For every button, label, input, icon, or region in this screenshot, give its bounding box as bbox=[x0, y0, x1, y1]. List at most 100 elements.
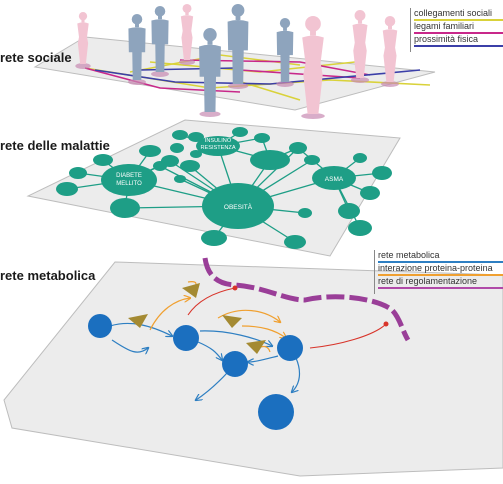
legend-label: prossimità fisica bbox=[414, 34, 479, 44]
legend-metabolic-bar bbox=[374, 250, 375, 294]
protein-interaction-edge bbox=[241, 325, 286, 338]
disease-node bbox=[338, 203, 360, 219]
legend-label: interazione proteina-proteina bbox=[378, 263, 493, 273]
layer-title-social: rete sociale bbox=[0, 50, 72, 65]
metabolite-node bbox=[222, 351, 248, 377]
legend-item-regulation-network: rete di regolamentazione bbox=[378, 276, 503, 289]
enzyme-triangle-icon bbox=[182, 283, 200, 298]
disease-node bbox=[139, 145, 161, 157]
inhibition-edge bbox=[187, 287, 236, 316]
disease-node bbox=[190, 150, 202, 158]
disease-label-obesita: OBESITÀ bbox=[224, 202, 253, 211]
metabolic-edges bbox=[109, 281, 389, 400]
metabolic-edge bbox=[292, 357, 301, 392]
metabolic-plane-surface bbox=[3, 261, 503, 477]
protein-interaction-edge bbox=[149, 298, 190, 331]
legend-metabolic: rete metabolica interazione proteina-pro… bbox=[378, 250, 503, 289]
disease-label-diabete-1: DIABETE bbox=[116, 173, 142, 179]
disease-node bbox=[56, 182, 78, 196]
person-female-icon bbox=[301, 16, 325, 119]
person-male-icon bbox=[199, 28, 221, 117]
disease-node bbox=[353, 153, 367, 163]
metabolic-edge bbox=[197, 341, 222, 360]
disease-node bbox=[250, 150, 290, 170]
legend-swatch bbox=[378, 287, 503, 289]
disease-node bbox=[172, 130, 188, 140]
person-female-icon bbox=[381, 16, 399, 87]
metabolic-edge bbox=[199, 330, 272, 346]
people bbox=[75, 3, 399, 119]
legend-social-bar bbox=[410, 8, 411, 52]
layer-title-metabolic: rete metabolica bbox=[0, 268, 96, 283]
enzyme-triangles bbox=[128, 283, 266, 354]
legend-label: collegamenti sociali bbox=[414, 8, 493, 18]
layer-title-disease: rete delle malattie bbox=[0, 138, 110, 153]
disease-node bbox=[312, 166, 356, 190]
metabolic-plane bbox=[3, 257, 503, 477]
disease-node bbox=[298, 208, 312, 218]
person-female-icon bbox=[350, 10, 370, 83]
disease-labels: OBESITÀ DIABETE MELLITO INSULINO RESISTE… bbox=[116, 138, 344, 211]
metabolic-edge bbox=[111, 339, 148, 352]
protein-interaction-edge bbox=[217, 309, 280, 322]
disease-node bbox=[188, 132, 204, 142]
inhibition-end bbox=[232, 285, 238, 291]
legend-item-physical-proximity: prossimità fisica bbox=[414, 34, 503, 47]
disease-node bbox=[101, 164, 157, 196]
disease-node bbox=[232, 127, 248, 137]
disease-node bbox=[289, 142, 307, 154]
disease-plane: OBESITÀ DIABETE MELLITO INSULINO RESISTE… bbox=[26, 119, 401, 257]
disease-label-diabete-2: MELLITO bbox=[116, 181, 142, 187]
legend-swatch bbox=[378, 261, 503, 263]
metabolite-node bbox=[277, 335, 303, 361]
legend-item-family-ties: legami familiari bbox=[414, 21, 503, 34]
enzyme-triangle-icon bbox=[246, 340, 266, 354]
person-male-icon bbox=[151, 5, 169, 77]
person-male-icon bbox=[227, 3, 249, 89]
disease-node bbox=[201, 230, 227, 246]
person-female-icon bbox=[75, 12, 91, 69]
enzyme-triangle-icon bbox=[222, 315, 242, 328]
metabolite-node bbox=[258, 394, 294, 430]
person-male-icon bbox=[276, 18, 294, 87]
legend-swatch bbox=[378, 274, 503, 276]
inhibition-edge bbox=[309, 324, 386, 349]
legend-swatch bbox=[414, 32, 503, 34]
disease-label-insulino-1: INSULINO bbox=[205, 138, 232, 144]
disease-node bbox=[202, 183, 274, 229]
disease-node bbox=[196, 136, 240, 156]
disease-nodes bbox=[56, 127, 392, 249]
legend-item-social-links: collegamenti sociali bbox=[414, 8, 503, 21]
metabolic-nodes bbox=[88, 314, 303, 430]
social-plane bbox=[33, 3, 436, 119]
person-male-icon bbox=[128, 14, 146, 85]
legend-label: rete di regolamentazione bbox=[378, 276, 478, 286]
regulation-network-band bbox=[202, 257, 411, 342]
disease-node bbox=[372, 166, 392, 180]
metabolic-edge bbox=[196, 371, 229, 400]
legend-swatch bbox=[414, 45, 503, 47]
disease-node bbox=[93, 154, 113, 166]
legend-item-metabolic-network: rete metabolica bbox=[378, 250, 503, 263]
disease-node bbox=[170, 143, 184, 153]
disease-node bbox=[284, 235, 306, 249]
disease-node bbox=[254, 133, 270, 143]
disease-node bbox=[110, 198, 140, 218]
legend-label: legami familiari bbox=[414, 21, 475, 31]
metabolite-node bbox=[173, 325, 199, 351]
inhibition-end bbox=[383, 321, 389, 327]
person-female-icon bbox=[178, 3, 196, 65]
disease-label-insulino-2: RESISTENZA bbox=[200, 145, 235, 151]
disease-node bbox=[69, 167, 87, 179]
disease-node bbox=[180, 160, 200, 172]
metabolic-edge bbox=[248, 355, 279, 362]
legend-label: rete metabolica bbox=[378, 250, 440, 260]
disease-node bbox=[153, 161, 167, 171]
legend-swatch bbox=[414, 19, 503, 21]
metabolite-node bbox=[88, 314, 112, 338]
legend-item-protein-interaction: interazione proteina-proteina bbox=[378, 263, 503, 276]
disease-node bbox=[348, 220, 372, 236]
disease-node bbox=[360, 186, 380, 200]
